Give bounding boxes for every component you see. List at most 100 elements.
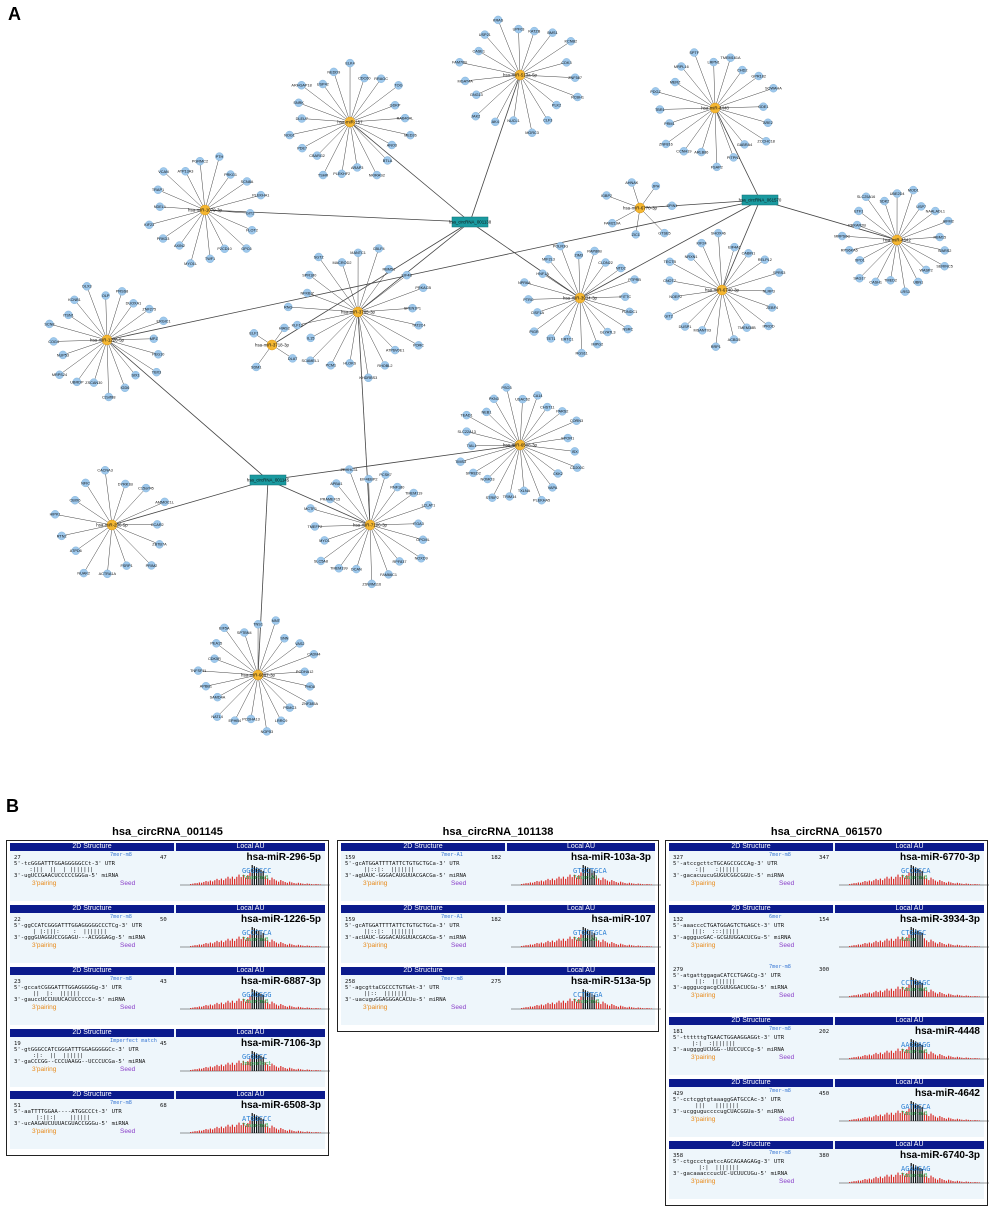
au-bar (853, 1057, 854, 1059)
au-bar (521, 946, 522, 947)
au-bar (867, 994, 868, 997)
mirna-label: hsa-miR-1079-3p (188, 208, 222, 213)
target-gene-label: FSRP1 (120, 564, 132, 568)
target-edge (370, 475, 386, 525)
au-bar (937, 1056, 938, 1059)
target-edge (567, 298, 580, 339)
au-bar (530, 1006, 531, 1009)
target-edge (302, 122, 350, 148)
au-bar (225, 1065, 226, 1071)
target-gene-label: KHDRBS3 (359, 376, 377, 380)
local-au-sequence: GCCCTCA (242, 929, 272, 937)
au-bar (225, 1127, 226, 1133)
au-bar (955, 1120, 956, 1121)
au-bar (970, 1058, 971, 1059)
seed-label: Seed (120, 1066, 135, 1073)
target-gene-label: USAC62 (515, 398, 530, 402)
au-bar (629, 945, 630, 947)
three-prime-pairing-label: 3'pairing (363, 942, 387, 949)
au-bar (968, 1182, 969, 1183)
au-bar (320, 1132, 321, 1133)
au-bar (227, 1063, 228, 1071)
au-bar (302, 1070, 303, 1071)
au-bar (961, 1058, 962, 1059)
group-title: hsa_circRNA_001145 (6, 826, 329, 838)
au-bar (309, 1008, 310, 1009)
target-gene-label: VCAN (158, 170, 169, 174)
mirna-sequence: 3'-ucAAGAUCUUUACGUACCGGGu-5' miRNA (14, 1121, 129, 1128)
target-gene-label: SPRS3 (773, 271, 785, 275)
au-bar (315, 1132, 316, 1133)
local-au-header: Local AU (176, 1091, 325, 1099)
au-bar (219, 880, 220, 885)
au-bar (307, 1008, 308, 1009)
site-type: 7mer-m8 (441, 976, 463, 982)
target-gene-label: LRPN1 (708, 60, 720, 64)
au-bar (539, 1006, 540, 1009)
au-bar (236, 939, 237, 947)
au-bar (291, 1006, 292, 1009)
target-edge (77, 340, 107, 382)
structure-header: 2D Structure (669, 1017, 833, 1025)
target-edge (216, 643, 258, 675)
mirna-label: hsa-miR-4448 (701, 106, 729, 111)
au-bar (282, 1129, 283, 1133)
target-gene-label: P2CD10 (217, 247, 231, 251)
au-bar (238, 999, 239, 1009)
panel-label-a: A (8, 4, 21, 25)
target-gene-label: PSMC3 (283, 706, 296, 710)
au-bar (891, 1113, 892, 1121)
au-bar (550, 942, 551, 947)
au-bar (569, 875, 570, 885)
site-end: 68 (160, 1103, 167, 1110)
seed-label: Seed (120, 880, 135, 887)
au-bar (979, 1058, 980, 1059)
target-edge (370, 493, 414, 525)
au-bar (849, 884, 850, 885)
target-gene-label: OPCML (416, 538, 430, 542)
au-bar (534, 944, 535, 947)
au-bar (891, 989, 892, 997)
target-gene-label: ZNF275 (142, 307, 156, 311)
target-gene-label: CDC60 (358, 77, 370, 81)
au-bar (285, 1068, 286, 1071)
target-gene-label: AK4 (492, 120, 499, 124)
mirna-sequence: 3'-agUAUC-GGGACAUGUUACGACGa-5' miRNA (345, 873, 466, 880)
au-bar (219, 1066, 220, 1071)
au-bar (869, 1179, 870, 1183)
target-gene-label: GDE1 (758, 105, 768, 109)
au-bar (565, 1003, 566, 1009)
au-bar (194, 1069, 195, 1071)
au-bar (944, 994, 945, 997)
au-bar (886, 877, 887, 885)
au-bar (194, 945, 195, 947)
au-bar (521, 1008, 522, 1009)
target-edge (691, 257, 722, 290)
target-gene-label: VAPA (548, 486, 558, 490)
au-bar (304, 946, 305, 947)
au-bar (926, 940, 927, 947)
target-gene-label: SDM1 (251, 365, 262, 369)
site-type: 7mer-m8 (769, 1150, 791, 1156)
au-bar (287, 1131, 288, 1133)
three-prime-pairing-label: 3'pairing (691, 880, 715, 887)
au-bar (611, 880, 612, 885)
au-bar (972, 946, 973, 947)
target-edge (580, 298, 597, 344)
au-bar (882, 1054, 883, 1059)
au-bar (318, 946, 319, 947)
target-gene-label: PRAMEF15 (320, 497, 340, 501)
au-bar (633, 946, 634, 947)
au-bar (543, 881, 544, 885)
au-bar (214, 942, 215, 947)
au-bar (523, 884, 524, 885)
au-bar (939, 942, 940, 947)
site-end: 380 (819, 1153, 829, 1160)
au-bar (309, 1070, 310, 1071)
au-bar (878, 992, 879, 997)
hub-edge (760, 200, 897, 240)
